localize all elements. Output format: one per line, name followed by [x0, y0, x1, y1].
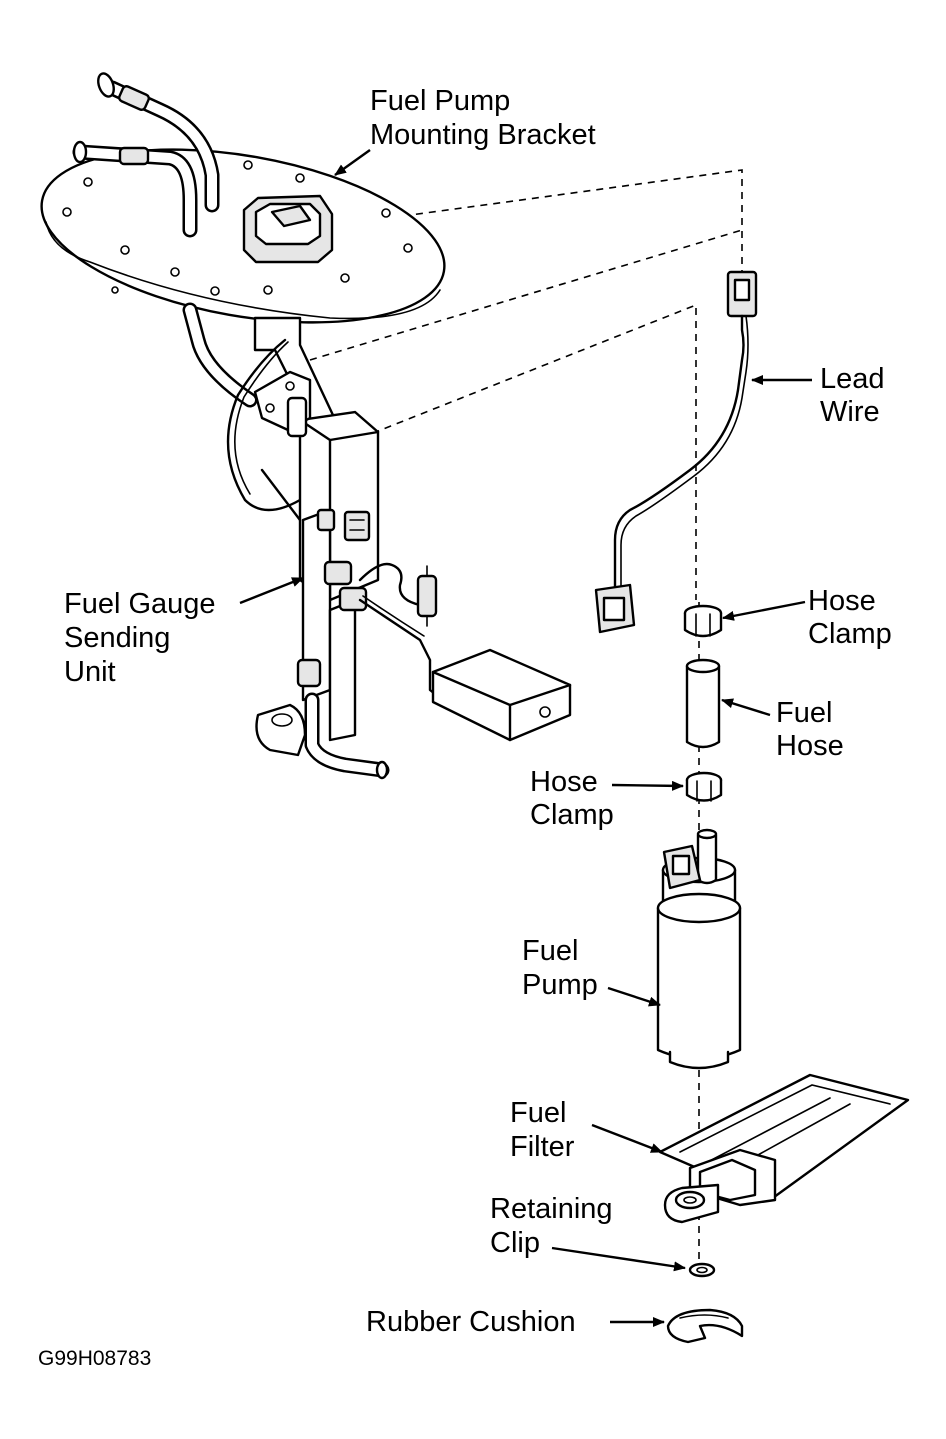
hose-clamp-upper: [683, 604, 723, 638]
label-gauge-line1: Fuel Gauge: [64, 588, 216, 620]
label-rubber-cushion: Rubber Cushion: [366, 1306, 576, 1338]
fuel-hose: [685, 658, 721, 749]
label-retaining-clip-line1: Retaining: [490, 1193, 613, 1225]
fuel-pump-body: [656, 828, 742, 1070]
reference-code: G99H08783: [38, 1347, 151, 1370]
pump-bracket-assembly: [182, 302, 438, 780]
label-retaining-clip-line2: Clip: [490, 1227, 540, 1259]
label-hose-clamp-lower-line1: Hose: [530, 766, 598, 798]
fuel-filter: [658, 1073, 910, 1224]
mounting-bracket-plate: [40, 148, 446, 324]
label-hose-clamp-upper-line2: Clamp: [808, 618, 892, 650]
rubber-cushion: [666, 1308, 744, 1344]
leader-arrows: [239, 149, 812, 1327]
hose-clamp-lower: [685, 771, 723, 802]
label-fuel-hose-line1: Fuel: [776, 697, 832, 729]
part-labels: Fuel Pump Mounting Bracket Lead Wire Hos…: [38, 85, 892, 1370]
label-hose-clamp-lower-line2: Clamp: [530, 799, 614, 831]
label-hose-clamp-upper-line1: Hose: [808, 585, 876, 617]
lead-wire: [594, 270, 758, 634]
label-lead-wire-line2: Wire: [820, 396, 880, 428]
label-pump-line1: Fuel: [522, 935, 578, 967]
label-lead-wire-line1: Lead: [820, 363, 885, 395]
label-bracket-line1: Fuel Pump: [370, 85, 510, 117]
label-gauge-line3: Unit: [64, 656, 116, 688]
label-gauge-line2: Sending: [64, 622, 170, 654]
retaining-clip: [688, 1262, 716, 1278]
label-filter-line2: Filter: [510, 1131, 575, 1163]
float-assembly: [358, 595, 572, 742]
bracket-fuel-tubes: [72, 72, 220, 238]
label-fuel-hose-line2: Hose: [776, 730, 844, 762]
label-filter-line1: Fuel: [510, 1097, 566, 1129]
label-bracket-line2: Mounting Bracket: [370, 119, 596, 151]
label-pump-line2: Pump: [522, 969, 598, 1001]
